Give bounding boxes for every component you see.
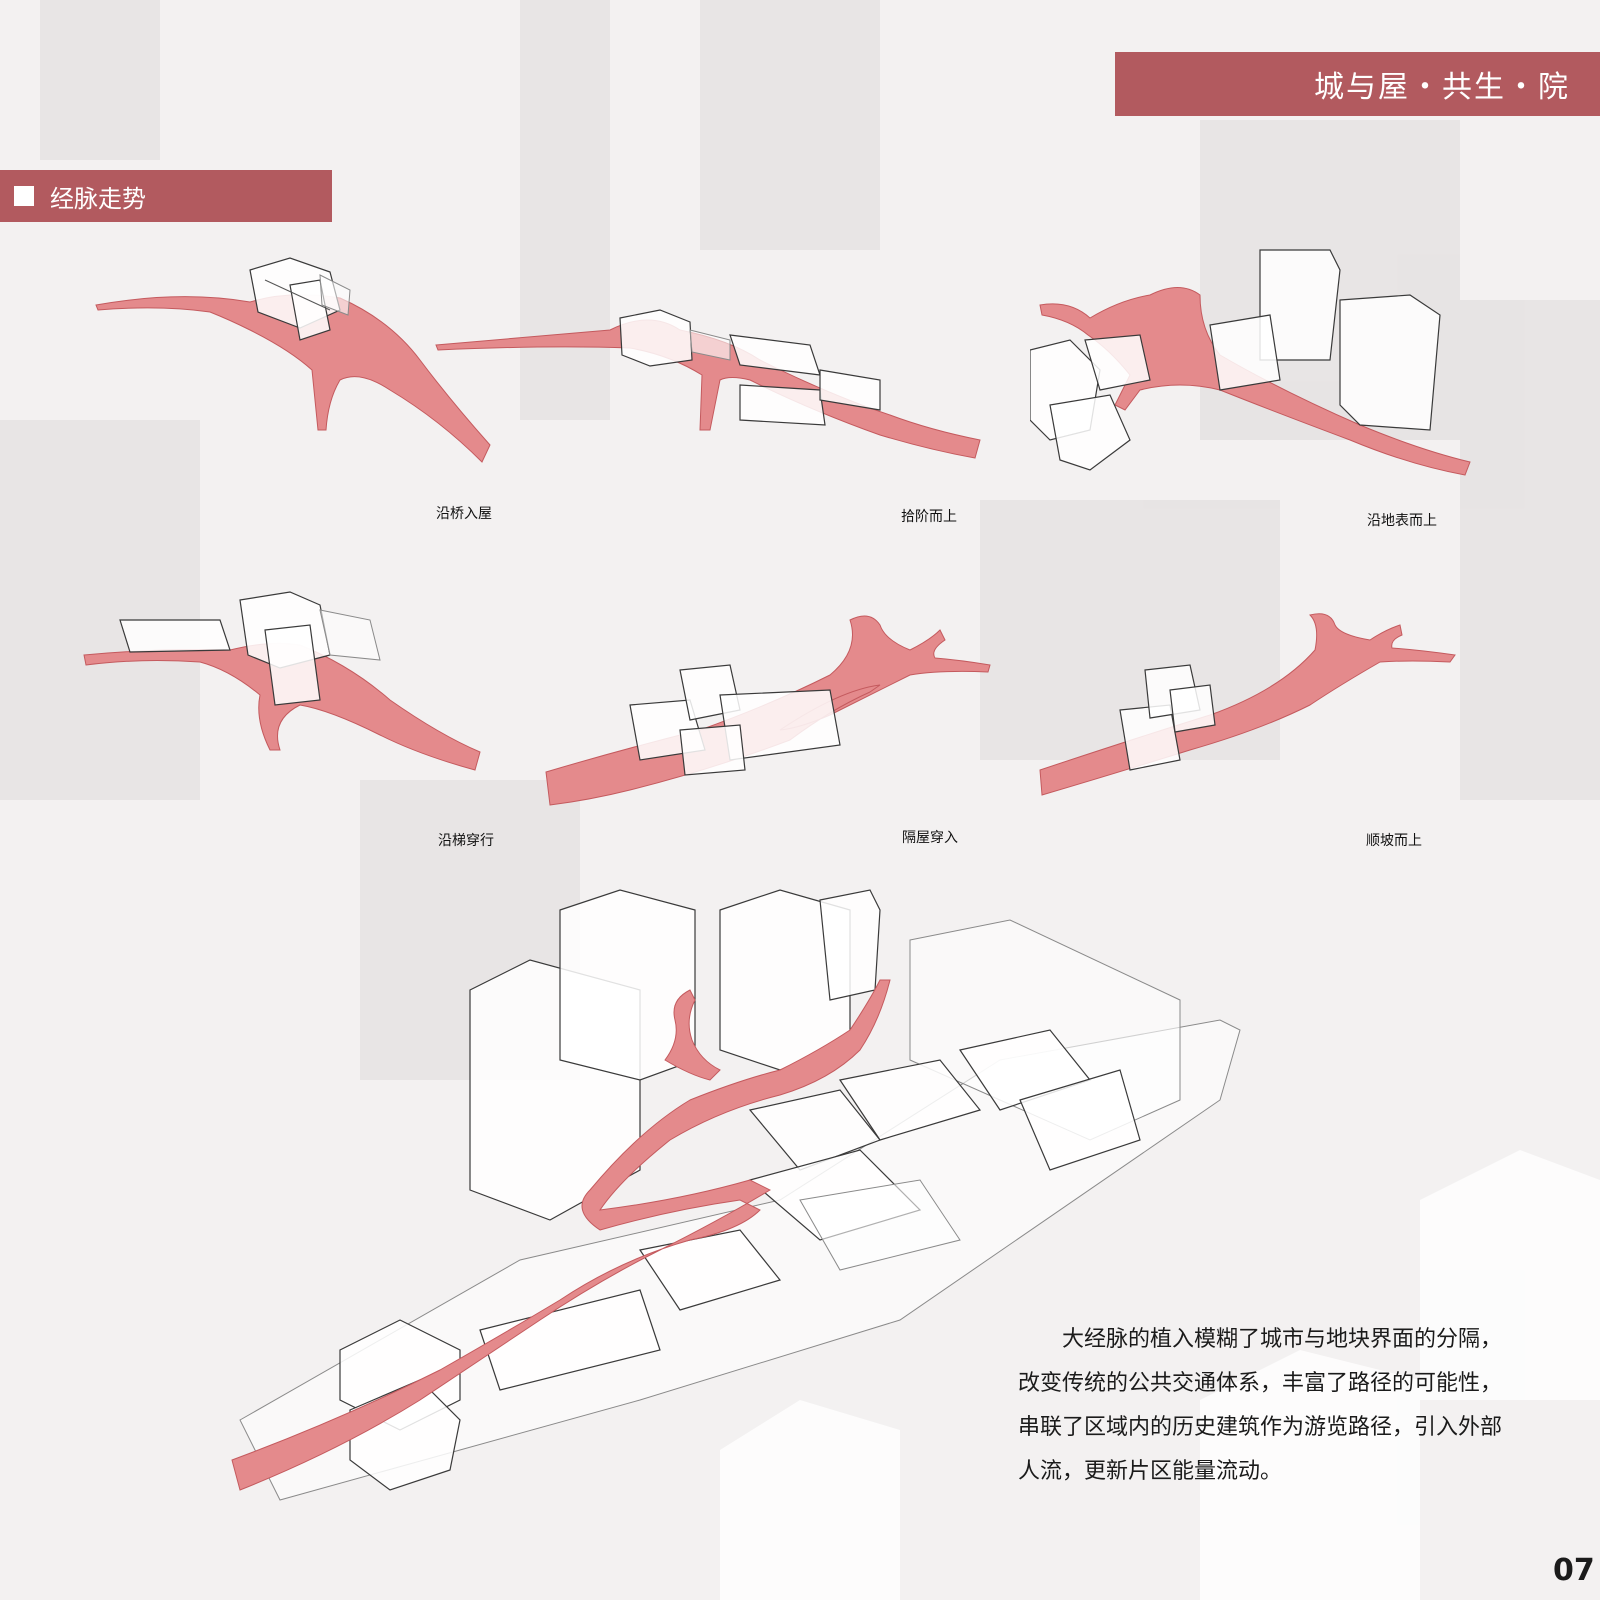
description-paragraph: 大经脉的植入模糊了城市与地块界面的分隔，改变传统的公共交通体系，丰富了路径的可能… (1018, 1327, 1503, 1484)
diagram-climb-stairs (435, 309, 981, 459)
diagram-up-the-slope (1039, 613, 1456, 796)
diagram-caption: 拾阶而上 (901, 509, 957, 525)
section-title: 经脉走势 (50, 184, 146, 213)
diagram-bridge-into-house (95, 257, 491, 463)
section-heading: 经脉走势 (0, 170, 332, 222)
diagram-along-ground (1030, 249, 1471, 476)
page-title-banner: 城与屋・共生・院 (1115, 52, 1600, 116)
diagram-caption: 沿梯穿行 (438, 833, 494, 849)
masterplan-axonometric-diagram (231, 889, 1241, 1501)
diagram-through-stairs (83, 591, 481, 771)
diagram-through-houses (545, 615, 991, 806)
page-title: 城与屋・共生・院 (1314, 70, 1570, 105)
square-bullet-icon (14, 186, 34, 206)
diagram-caption: 顺坡而上 (1366, 833, 1422, 849)
diagram-caption: 隔屋穿入 (902, 830, 958, 846)
diagram-caption: 沿地表而上 (1367, 513, 1437, 529)
diagram-caption: 沿桥入屋 (436, 506, 492, 522)
page-number: 07 (1553, 1553, 1595, 1588)
